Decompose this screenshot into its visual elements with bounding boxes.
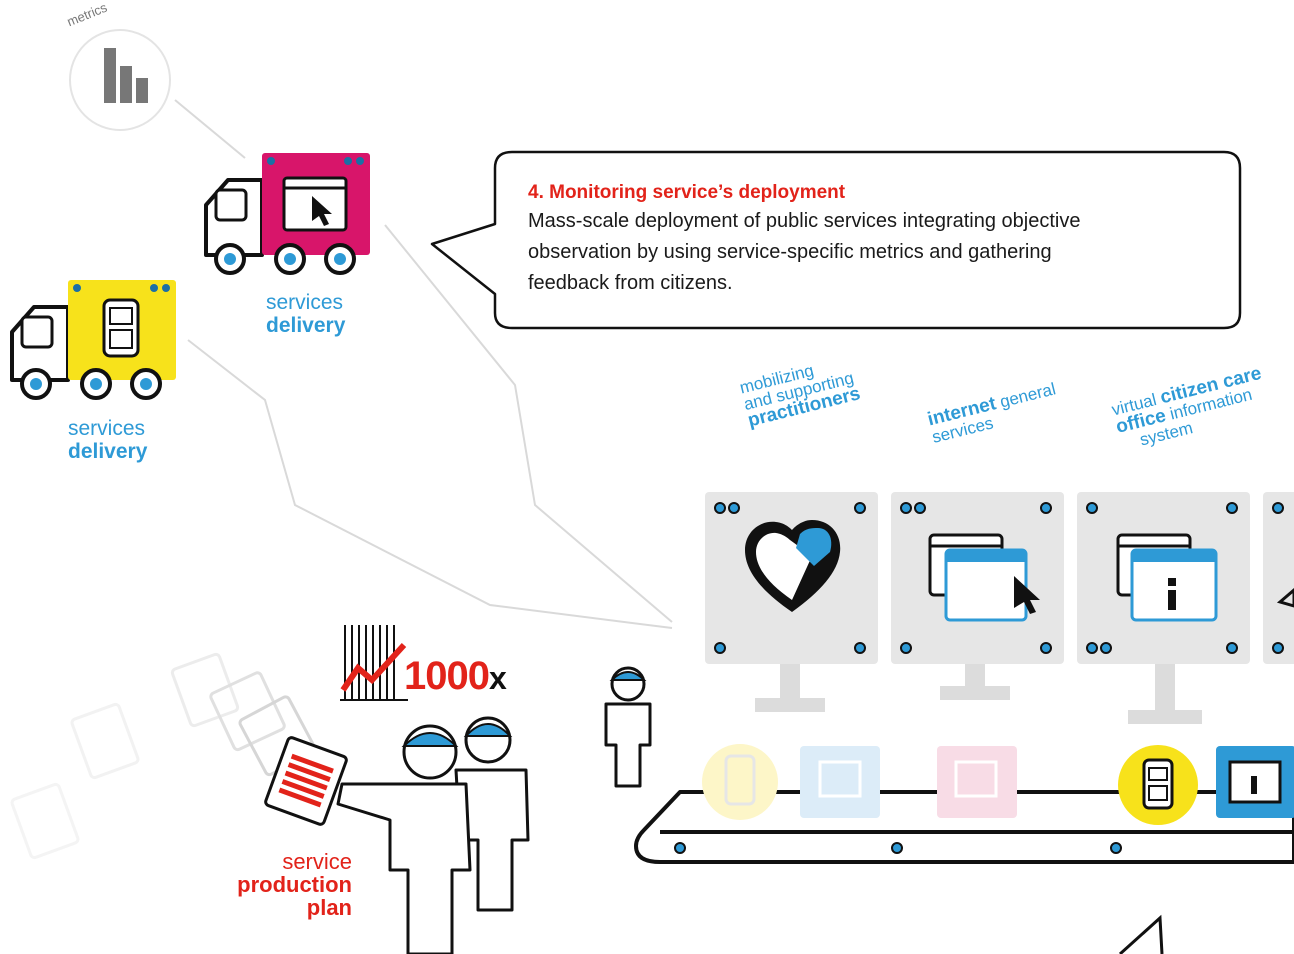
callout-bubble [430, 150, 1242, 330]
faded-documents-icon [10, 652, 317, 860]
growth-value-label: 1000x [404, 654, 507, 698]
connector-lines [174, 99, 673, 629]
callout-line-2: observation by using service-specific me… [528, 241, 1052, 263]
partial-shape [1118, 914, 1164, 954]
callout-title: 4. Monitoring service’s deployment [528, 182, 846, 203]
handshake-heart-icon [745, 520, 841, 612]
growth-chart-icon [340, 625, 408, 701]
delivery-truck-yellow-icon [10, 280, 176, 400]
station-monitors [705, 492, 1294, 724]
truck1-label-bottom: delivery [266, 314, 346, 337]
metrics-icon [69, 29, 171, 131]
info-windows-icon [1116, 533, 1218, 622]
callout-text: 4. Monitoring service’s deployment Mass-… [528, 180, 1228, 299]
callout-line-1: Mass-scale deployment of public services… [528, 210, 1081, 232]
worker-small-icon [604, 666, 652, 788]
delivery-truck-magenta-icon [204, 153, 370, 275]
truck1-label-top: services [266, 291, 344, 314]
truck2-label-top: services [68, 417, 146, 440]
truck2-label-bottom: delivery [68, 440, 148, 463]
belt-items [702, 744, 1294, 825]
browser-windows-icon [928, 533, 1040, 622]
planning-workers-icon [336, 716, 530, 954]
production-plan-label: service production plan [237, 849, 352, 920]
production-plan-document-icon [264, 736, 348, 826]
callout-line-3: feedback from citizens. [528, 272, 733, 294]
